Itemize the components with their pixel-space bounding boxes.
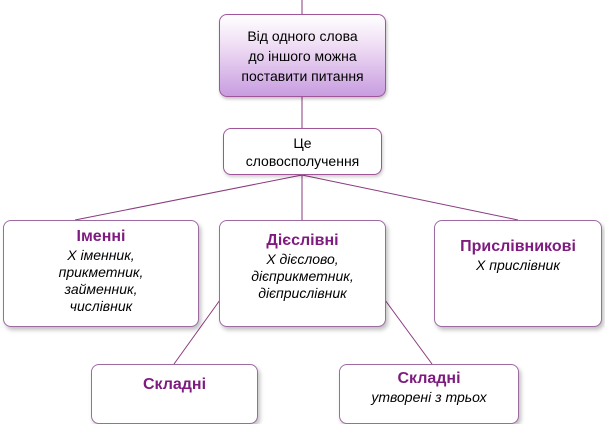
nominal-node: Іменні Х іменник, прикметник, займенник,… (3, 220, 199, 327)
adverbial-node: Прислівникові Х прислівник (434, 220, 602, 327)
connector-verbal-to-complex-right (384, 299, 433, 365)
connector-center-to-nominal (74, 174, 303, 221)
complex-right-desc-1: утворені з трьох (371, 389, 487, 405)
main-line-2: до іншого можна (248, 47, 357, 64)
nominal-desc-1: Х іменник, (67, 247, 135, 263)
nominal-desc-2: прикметник, (58, 264, 144, 280)
phrase-node: Це словосполучення (223, 128, 382, 175)
complex-right-title: Складні (397, 370, 461, 387)
nominal-title: Іменні (76, 228, 126, 245)
phrase-line-2: словосполучення (245, 152, 360, 169)
main-line-3: поставити питання (241, 67, 364, 84)
complex-left-title: Складні (142, 376, 207, 393)
main-question-node: Від одного слова до іншого можна постави… (219, 14, 386, 97)
verbal-node: Дієслівні Х дієслово, дієприкметник, діє… (219, 220, 386, 327)
verbal-desc-3: дієприслівник (258, 285, 347, 301)
adverbial-title: Прислівникові (460, 238, 576, 255)
verbal-title: Дієслівні (266, 232, 339, 249)
main-line-1: Від одного слова (247, 27, 358, 44)
verbal-desc-1: Х дієслово, (266, 251, 339, 267)
nominal-desc-3: займенник, (64, 281, 138, 297)
verbal-desc-2: дієприкметник, (251, 268, 354, 284)
phrase-line-1: Це (293, 134, 312, 151)
connector-lines (74, 0, 519, 365)
complex-right-node: Складні утворені з трьох (339, 364, 519, 424)
connector-center-to-adverbial (301, 174, 519, 221)
complex-left-node: Складні (91, 364, 258, 424)
adverbial-desc-1: Х прислівник (476, 257, 560, 273)
connector-verbal-to-complex-left (173, 299, 221, 365)
nominal-desc-4: числівник (69, 298, 133, 314)
